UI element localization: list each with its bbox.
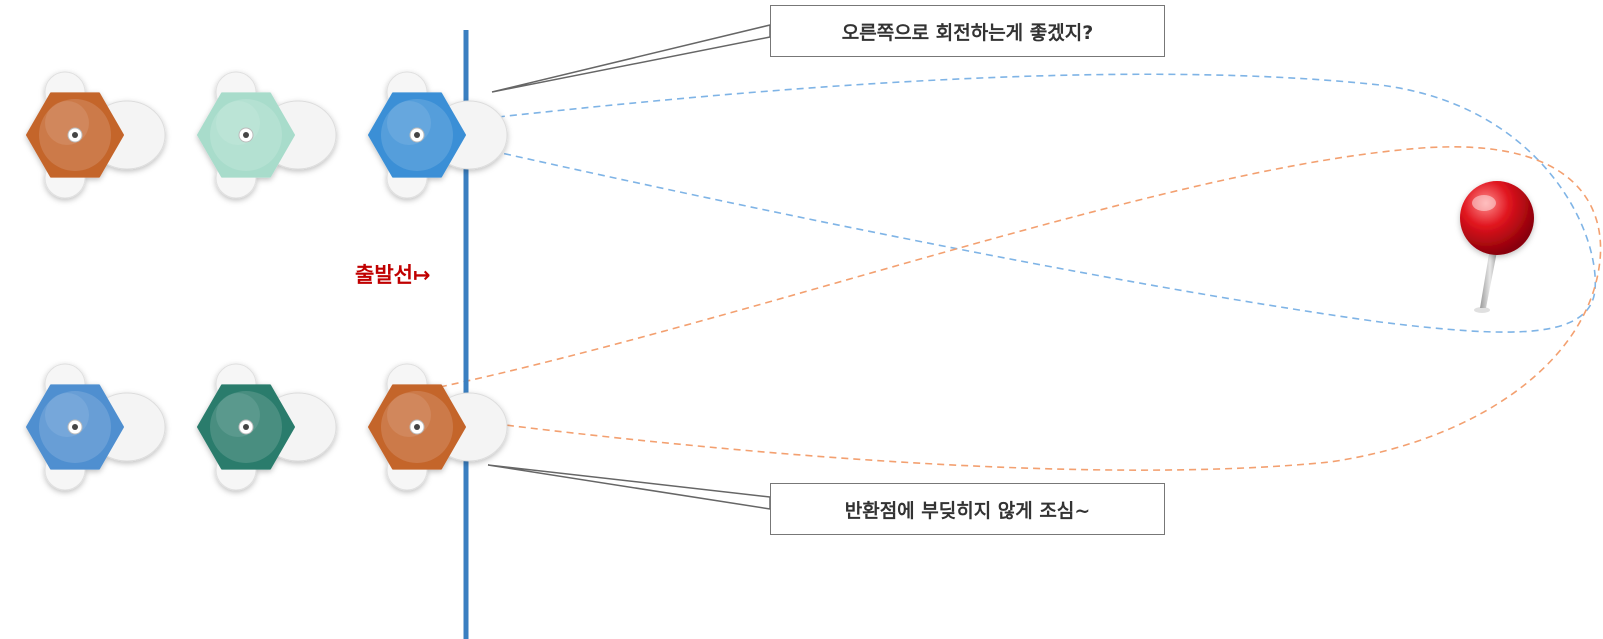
top-callout-text: 오른쪽으로 회전하는게 좋겠지? [841, 21, 1094, 44]
robot-orange [26, 71, 166, 199]
red-pushpin-icon [1460, 181, 1534, 313]
robots-group [26, 71, 508, 491]
bottom-callout-pointer [487, 464, 771, 510]
start-line-label: 출발선↦ [355, 263, 431, 287]
bottom-callout: 반환점에 부딪히지 않게 조심~ [770, 483, 1165, 535]
robot-mint [197, 71, 337, 199]
bottom-robot-path [439, 146, 1602, 471]
bottom-callout-text: 반환점에 부딪히지 않게 조심~ [844, 499, 1091, 522]
robot-teal [197, 363, 337, 491]
robot-blue [368, 71, 508, 199]
robot-blue [26, 363, 166, 491]
top-robot-path [487, 73, 1597, 333]
top-callout-pointer [491, 24, 771, 93]
top-callout: 오른쪽으로 회전하는게 좋겠지? [770, 5, 1165, 57]
robot-orange [368, 363, 508, 491]
